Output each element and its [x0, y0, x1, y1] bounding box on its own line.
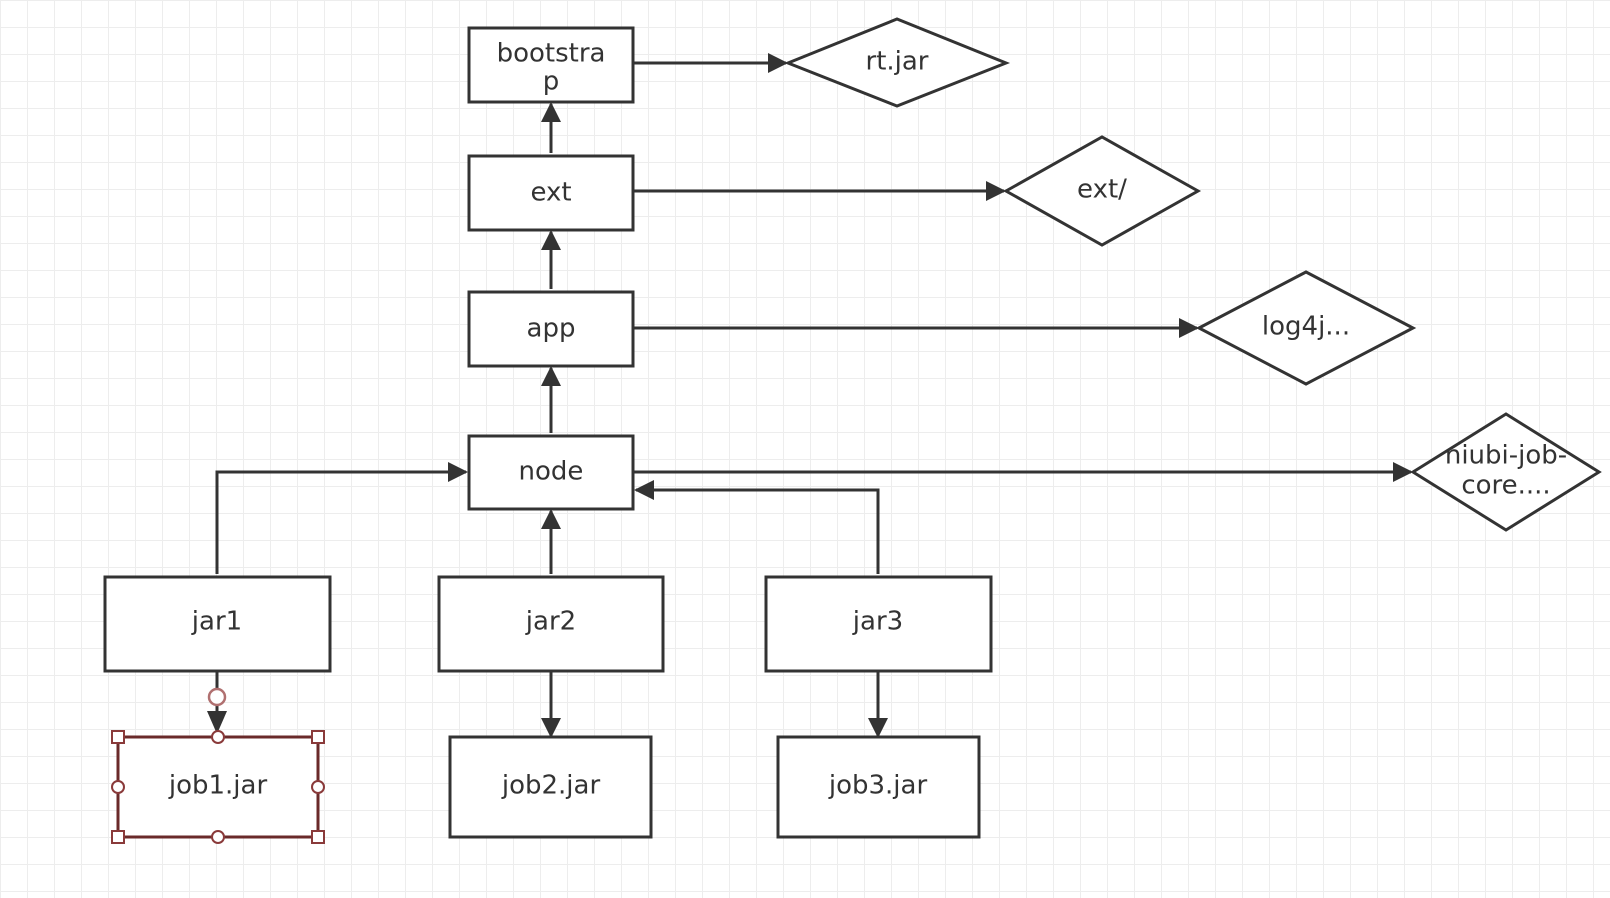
node-job1-box[interactable]: [116, 735, 320, 839]
connection-point-bottom[interactable]: [211, 830, 225, 844]
edge-jar3-to-node[interactable]: [634, 480, 880, 574]
node-niubi-label-line2: core....: [1461, 471, 1550, 501]
node-job2-box[interactable]: [448, 735, 653, 839]
node-rt-box[interactable]: [783, 17, 1011, 108]
node-job3-box[interactable]: [776, 735, 981, 839]
resize-handle-top-left[interactable]: [111, 730, 125, 744]
node-log4j-box[interactable]: [1195, 270, 1417, 386]
node-jar1-box[interactable]: [103, 575, 332, 673]
arrowhead-jar1-to-job1: [207, 711, 227, 734]
node-ext-dir[interactable]: ext/: [1002, 135, 1202, 247]
node-jar2-label: jar2: [525, 607, 576, 637]
node-jar1[interactable]: jar1: [103, 575, 332, 673]
node-rt-label: rt.jar: [866, 47, 929, 77]
node-jar2[interactable]: jar2: [437, 575, 665, 673]
node-niubi-job-core[interactable]: niubi-job- core....: [1410, 412, 1602, 532]
node-jar1-label: jar1: [191, 607, 242, 637]
node-niubi-box[interactable]: [1410, 412, 1602, 532]
resize-handle-top-right[interactable]: [311, 730, 325, 744]
node-job1-selected[interactable]: job1.jar: [111, 730, 325, 844]
edge-endpoint-handle[interactable]: [207, 687, 227, 707]
node-node[interactable]: node: [467, 434, 635, 511]
node-log4j-label: log4j...: [1262, 312, 1350, 342]
node-log4j[interactable]: log4j...: [1195, 270, 1417, 386]
node-jar3-label: jar3: [852, 607, 903, 637]
node-jar3-box[interactable]: [764, 575, 993, 673]
connection-point-right[interactable]: [311, 780, 325, 794]
edge-jar1-to-node[interactable]: [215, 462, 468, 574]
node-job1-label: job1.jar: [168, 771, 268, 801]
node-job2[interactable]: job2.jar: [448, 735, 653, 839]
connection-point-left[interactable]: [111, 780, 125, 794]
node-jar3[interactable]: jar3: [764, 575, 993, 673]
node-ext-box[interactable]: [467, 154, 635, 232]
node-niubi-label-line1: niubi-job-: [1445, 441, 1567, 471]
resize-handle-bottom-left[interactable]: [111, 830, 125, 844]
node-bootstrap-box[interactable]: [467, 26, 635, 104]
node-job3-label: job3.jar: [828, 771, 928, 801]
node-node-label: node: [519, 457, 584, 487]
node-app-box[interactable]: [467, 290, 635, 368]
node-node-box[interactable]: [467, 434, 635, 511]
node-app-label: app: [527, 314, 576, 344]
node-rt-jar[interactable]: rt.jar: [783, 17, 1011, 108]
connection-point-top[interactable]: [211, 730, 225, 744]
node-app[interactable]: app: [467, 290, 635, 368]
node-ext-label: ext: [530, 178, 571, 208]
node-bootstrap-label-line1: bootstra: [497, 39, 606, 69]
node-ext[interactable]: ext: [467, 154, 635, 232]
node-extdir-box[interactable]: [1002, 135, 1202, 247]
edges: [207, 53, 1413, 738]
node-bootstrap-label-line2: p: [543, 67, 560, 97]
node-extdir-label: ext/: [1077, 175, 1127, 205]
node-jar2-box[interactable]: [437, 575, 665, 673]
resize-handle-bottom-right[interactable]: [311, 830, 325, 844]
node-bootstrap[interactable]: bootstra p: [467, 26, 635, 104]
node-job3[interactable]: job3.jar: [776, 735, 981, 839]
node-job2-label: job2.jar: [501, 771, 601, 801]
